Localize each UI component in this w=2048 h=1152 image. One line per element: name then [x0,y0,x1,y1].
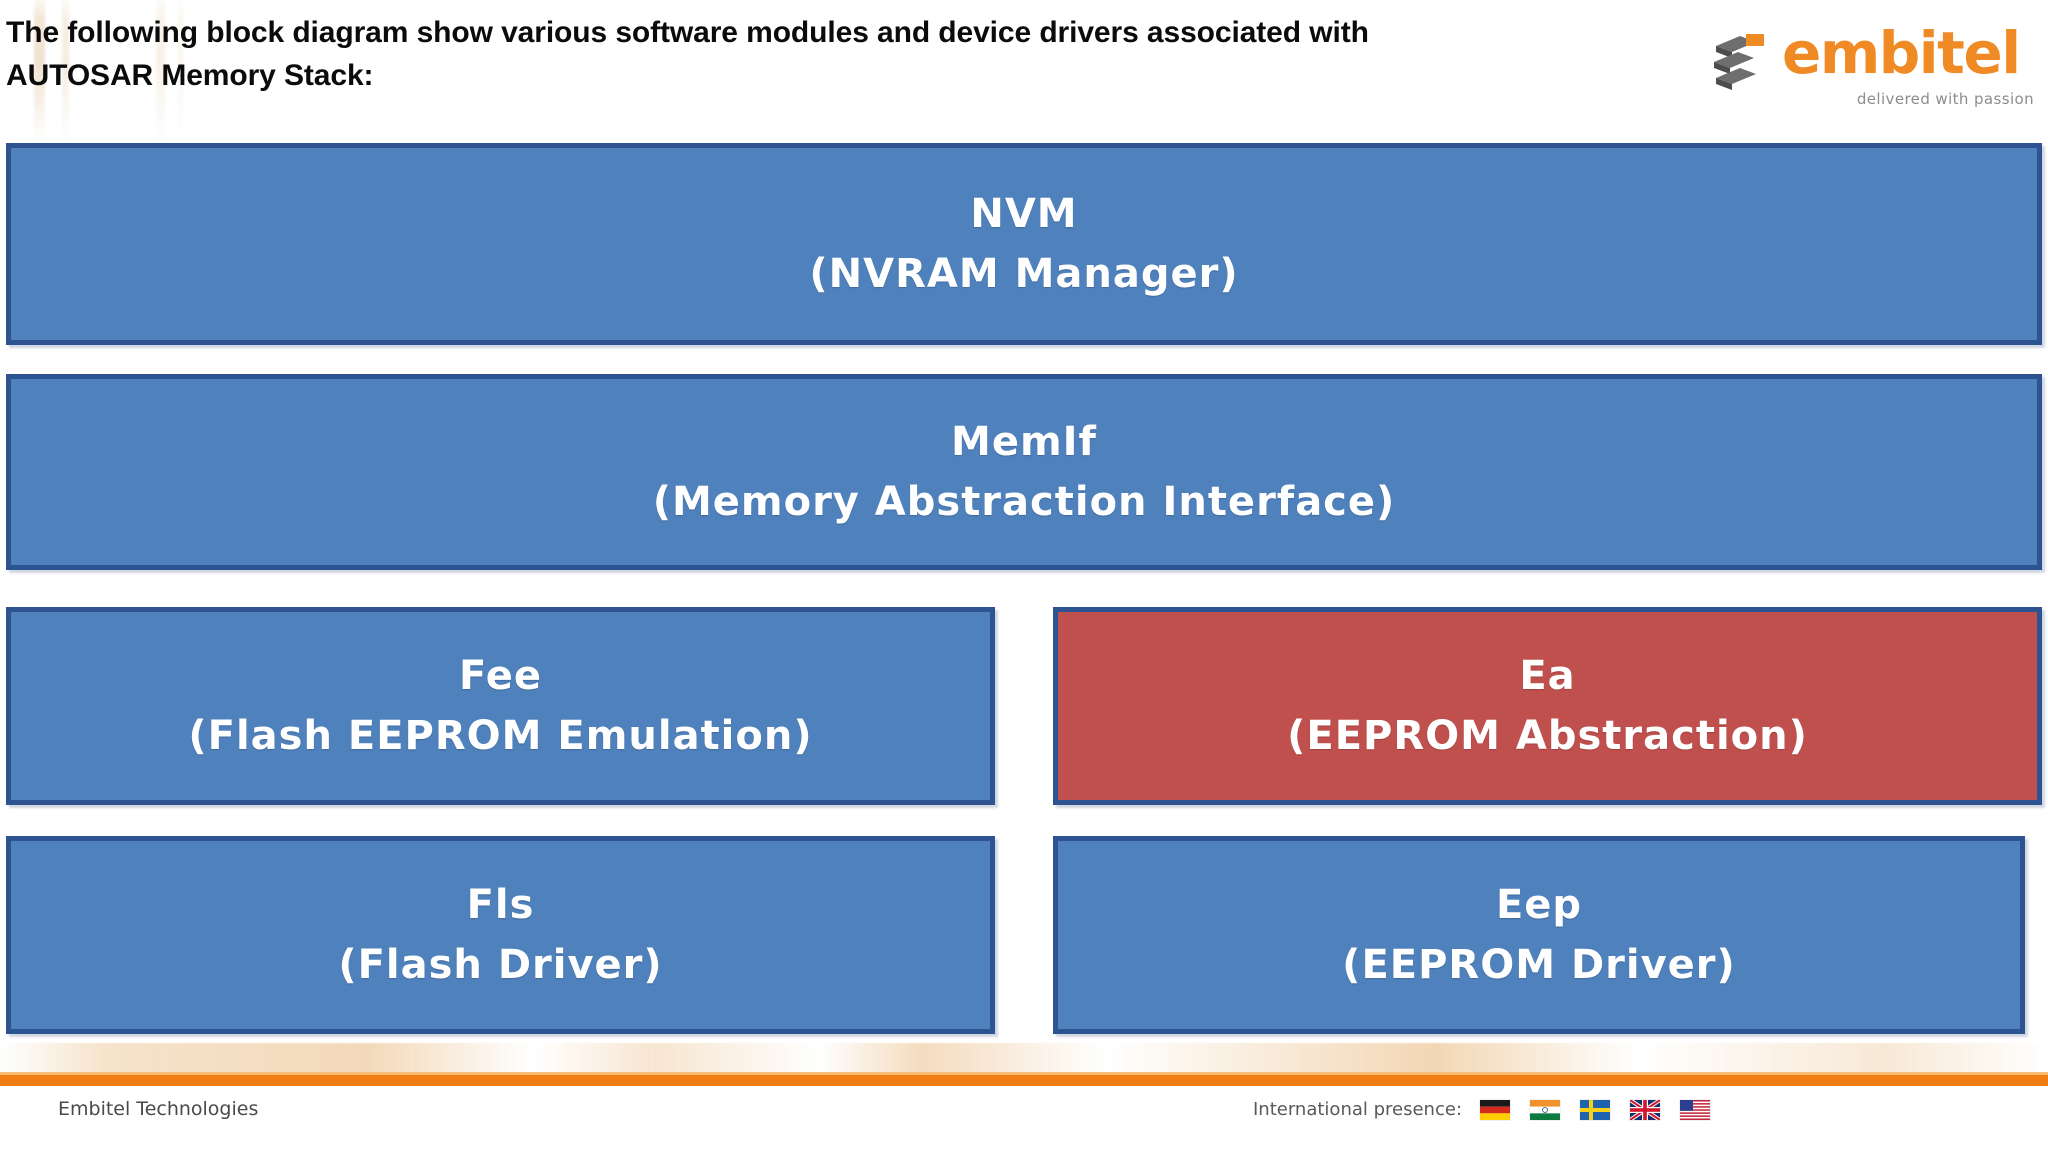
block-memif-title: MemIf [951,419,1097,465]
block-fee-title: Fee [459,653,542,699]
logo-tagline: delivered with passion [1856,90,2034,108]
block-fls-subtitle: (Flash Driver) [338,942,663,988]
presence-label: International presence: [1253,1099,1463,1120]
block-nvm[interactable]: NVM (NVRAM Manager) [6,143,2042,345]
block-eep-subtitle: (EEPROM Driver) [1342,942,1736,988]
block-fls-title: Fls [466,882,535,928]
flag-usa-icon [1680,1099,1711,1120]
block-fls[interactable]: Fls (Flash Driver) [6,836,995,1034]
flag-india-icon [1530,1099,1561,1120]
flag-list [1480,1099,1711,1120]
footer-company-name: Embitel Technologies [58,1098,259,1120]
block-memif-subtitle: (Memory Abstraction Interface) [652,479,1396,525]
stacked-chevron-icon [1714,34,1764,90]
block-fee[interactable]: Fee (Flash EEPROM Emulation) [6,607,995,805]
flag-germany-icon [1480,1099,1511,1120]
block-ea[interactable]: Ea (EEPROM Abstraction) [1053,607,2042,805]
logo-wordmark: embitel [1782,19,2021,87]
footer-accent-bar [0,1072,2048,1086]
block-nvm-subtitle: (NVRAM Manager) [809,251,1239,297]
flag-uk-icon [1630,1099,1661,1120]
block-eep-title: Eep [1495,882,1583,928]
block-memif[interactable]: MemIf (Memory Abstraction Interface) [6,374,2042,570]
slide-header: The following block diagram show various… [0,0,2048,138]
embitel-logo: embitel delivered with passion [1698,22,2038,112]
block-ea-title: Ea [1519,653,1576,699]
block-nvm-title: NVM [970,191,1078,237]
flag-sweden-icon [1580,1099,1611,1120]
page-title: The following block diagram show various… [6,12,1606,97]
block-fee-subtitle: (Flash EEPROM Emulation) [188,713,813,759]
page-title-line-1: The following block diagram show various… [6,16,1369,49]
block-ea-subtitle: (EEPROM Abstraction) [1287,713,1808,759]
block-eep[interactable]: Eep (EEPROM Driver) [1053,836,2025,1034]
page-title-line-2: AUTOSAR Memory Stack: [6,58,374,92]
international-presence: International presence: [1253,1099,1711,1120]
footer-texture [0,1043,2048,1073]
